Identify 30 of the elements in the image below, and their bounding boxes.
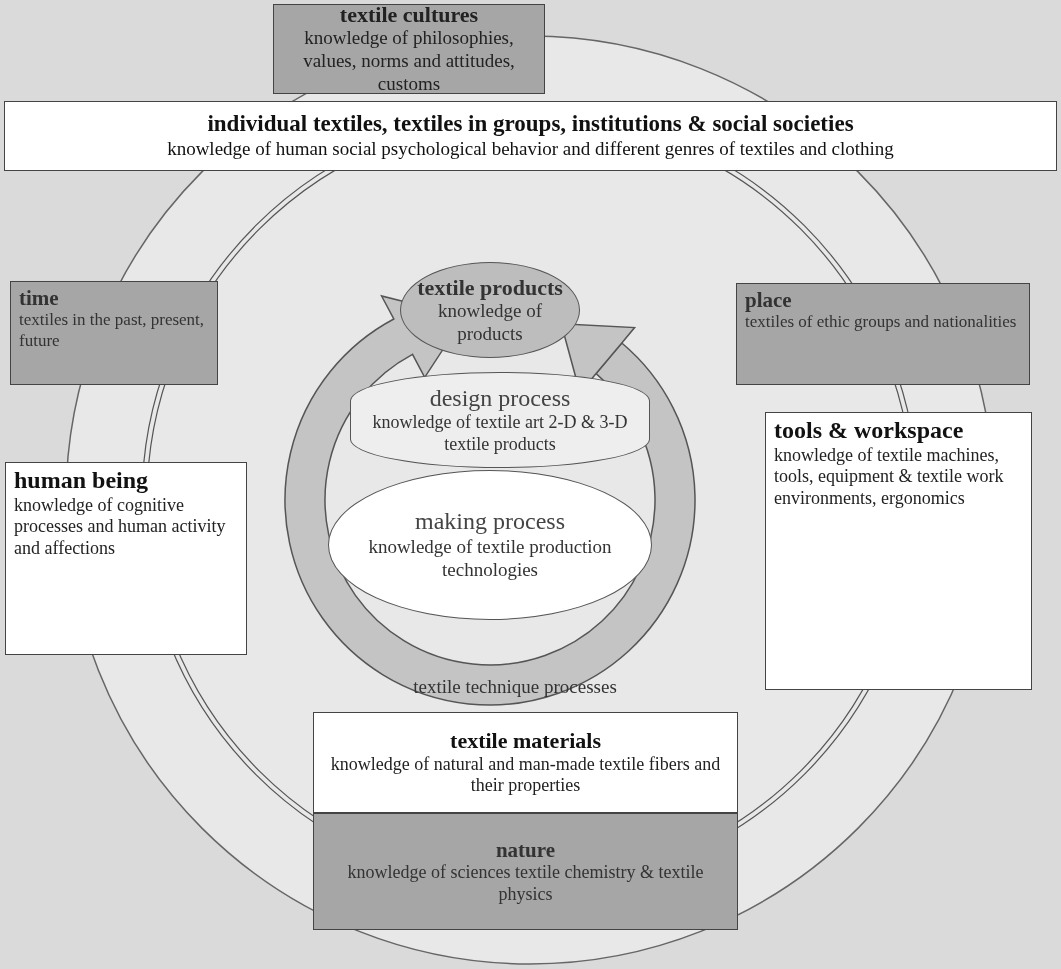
node-description: textiles in the past, present, future — [19, 310, 206, 351]
node-description: textiles of ethic groups and nationalities — [745, 312, 1017, 333]
category-box — [765, 412, 1032, 690]
category-box — [10, 281, 218, 385]
node-description: knowledge of natural and man-made textile fibers and their properties — [329, 753, 722, 797]
node-description: knowledge of cognitive processes and human activity and affections — [14, 494, 227, 560]
node-description: knowledge of textile production technologies — [367, 536, 613, 582]
node-title: textile materials — [450, 728, 601, 754]
node-title: making process — [415, 508, 565, 536]
node-title: nature — [495, 837, 556, 862]
node-description: knowledge of sciences textile chemistry & textile physics — [346, 861, 705, 906]
node-title: time — [19, 286, 59, 311]
node-title: place — [745, 288, 792, 313]
node-title: textile cultures — [339, 2, 479, 28]
category-box — [273, 4, 545, 94]
category-box — [736, 283, 1030, 385]
node-title: tools & workspace — [774, 417, 964, 445]
node-title: design process — [429, 384, 571, 413]
node-title: human being — [14, 467, 149, 495]
category-box — [4, 101, 1057, 171]
category-box — [313, 712, 738, 813]
category-box — [5, 462, 247, 655]
node-description: knowledge of philosophies, values, norms and attitudes, customs — [302, 27, 516, 96]
node-description: knowledge of products — [437, 299, 542, 346]
node-description: knowledge of textile art 2-D & 3-D textile products — [371, 412, 629, 456]
category-box — [313, 813, 738, 930]
node-title: individual textiles, textiles in groups, institutions & social societies — [207, 111, 854, 138]
node-description: knowledge of human social psychological behavior and different genres of textiles and clothing — [167, 137, 894, 161]
node-description: knowledge of textile machines, tools, equipment & textile work environments, ergonomics — [774, 444, 1005, 510]
node-title: textile products — [417, 274, 563, 300]
